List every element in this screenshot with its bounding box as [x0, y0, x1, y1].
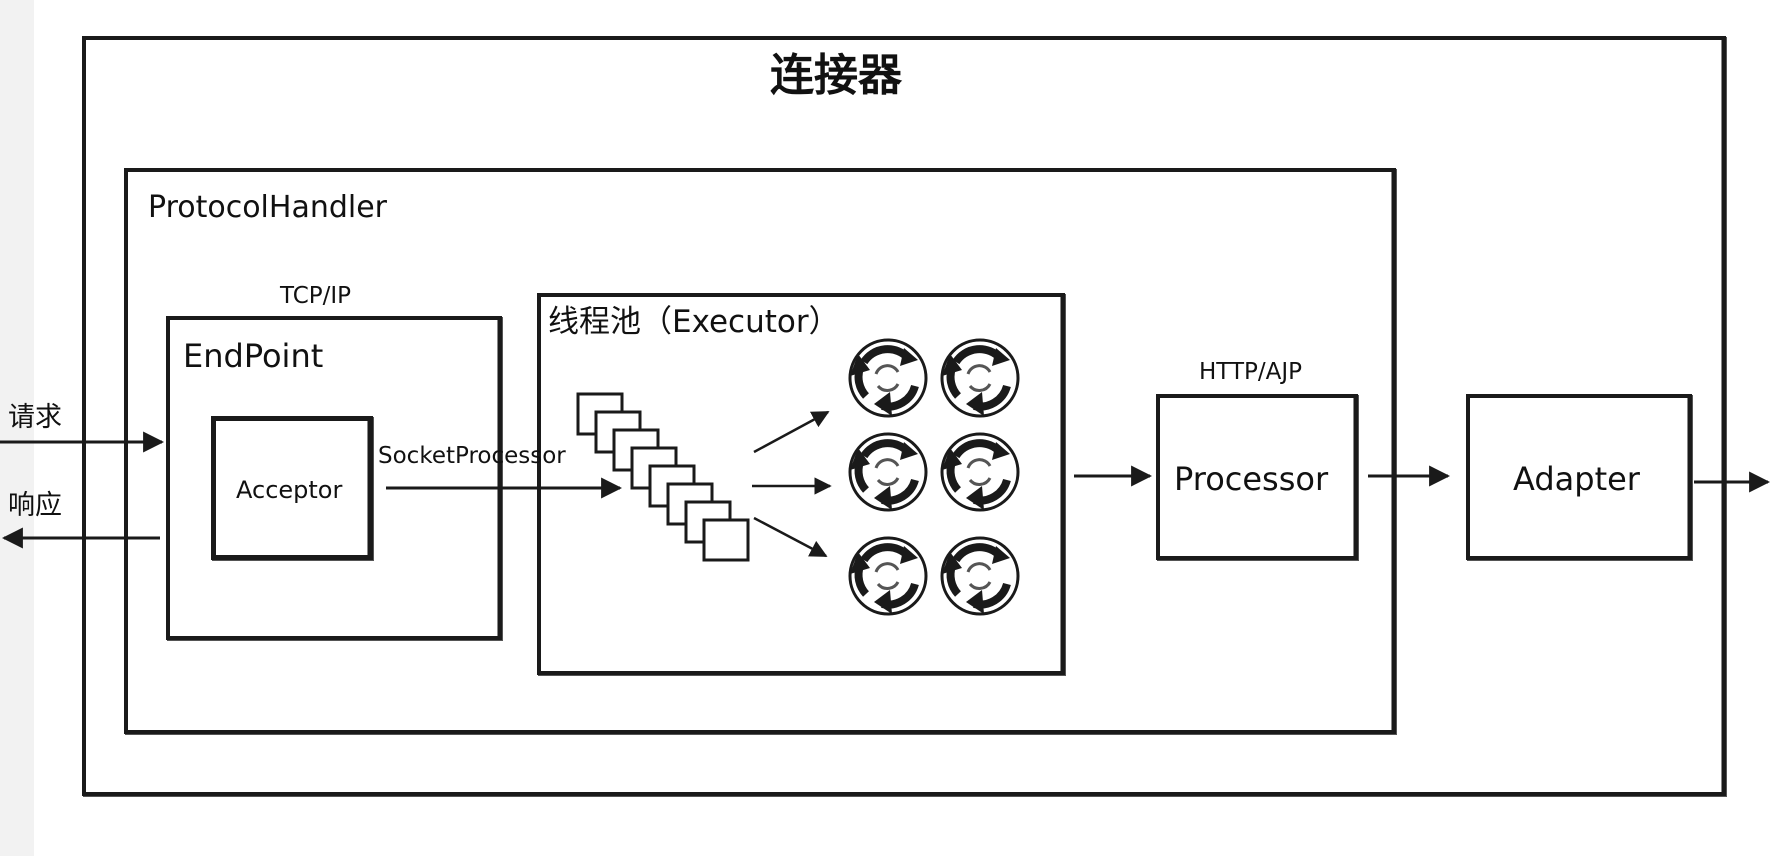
socket-processor-label: SocketProcessor	[378, 443, 566, 469]
connector-title: 连接器	[770, 50, 902, 101]
thread-arrow	[753, 410, 830, 454]
acceptor-box	[211, 416, 373, 560]
adapter-box	[1466, 394, 1692, 560]
recycle-icon	[850, 434, 926, 510]
processor-label: Processor	[1174, 460, 1329, 498]
adapter-label: Adapter	[1513, 460, 1640, 498]
executor-title: 线程池（Executor）	[548, 304, 840, 340]
recycle-icon	[850, 340, 926, 416]
socket-processor-stack	[576, 392, 750, 562]
processor-box	[1156, 394, 1358, 560]
endpoint-title: EndPoint	[183, 337, 324, 375]
response-label: 响应	[8, 490, 62, 521]
recycle-icon	[942, 538, 1018, 614]
request-label: 请求	[8, 402, 62, 433]
thread-arrow	[753, 516, 828, 558]
processor-protocol-label: HTTP/AJP	[1199, 359, 1302, 385]
endpoint-protocol-label: TCP/IP	[280, 283, 352, 309]
protocol-handler-title: ProtocolHandler	[148, 190, 388, 225]
recycle-icon	[942, 434, 1018, 510]
acceptor-label: Acceptor	[236, 476, 343, 504]
recycle-icon	[942, 340, 1018, 416]
recycle-icon	[850, 538, 926, 614]
